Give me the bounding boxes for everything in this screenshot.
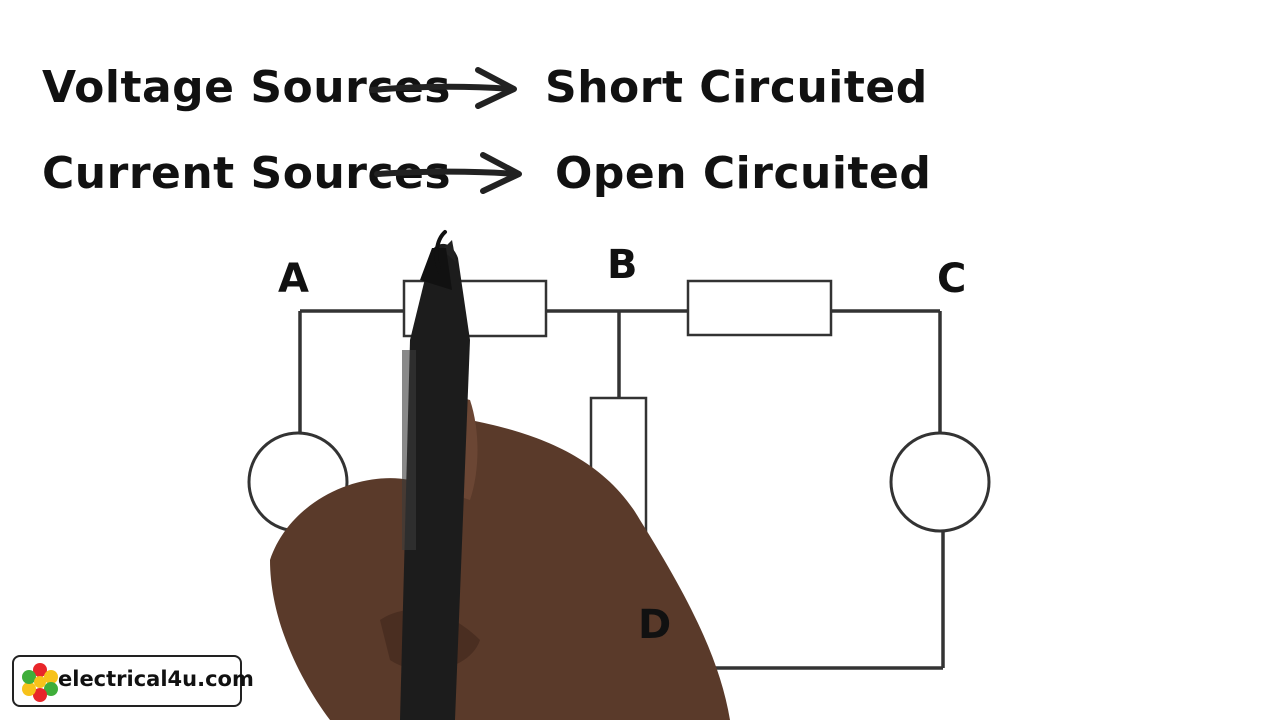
node-label-d: D [638, 602, 672, 648]
flower-logo-icon [22, 663, 58, 702]
partial-letter-stroke [434, 230, 447, 274]
arrow-row2-icon [374, 152, 522, 194]
short-circuited-label: Short Circuited [545, 62, 928, 113]
logo-text: electrical4u.com [58, 667, 254, 691]
node-label-c: C [937, 256, 967, 302]
resistor-2 [686, 279, 833, 337]
current-source-symbol [889, 431, 991, 533]
electrical4u-logo: electrical4u.com [12, 655, 254, 707]
hand-with-marker-icon [270, 240, 730, 720]
open-circuited-label: Open Circuited [555, 148, 932, 199]
node-label-b: B [607, 242, 638, 288]
arrow-row1-icon [369, 67, 517, 109]
node-label-a: A [278, 256, 309, 302]
